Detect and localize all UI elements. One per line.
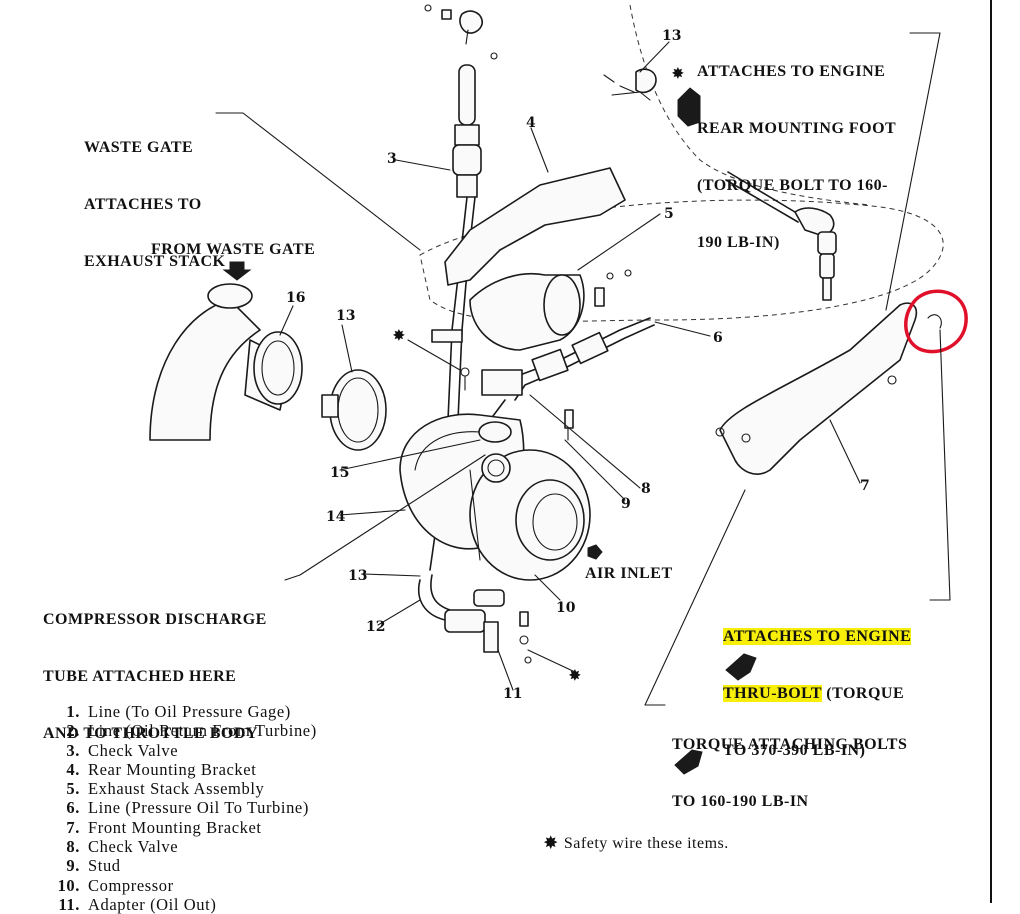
safety-wire-star-icon: ✸ [392, 328, 405, 344]
callout-line: 190 LB-IN) [697, 234, 780, 251]
legend-item: 3.Check Valve [66, 740, 179, 760]
legend-item: 1.Line (To Oil Pressure Gage) [66, 702, 291, 721]
part-number: 13 [662, 28, 681, 44]
callout-line: ATTACHES TO [84, 196, 202, 213]
legend-item: 8.Check Valve [66, 837, 179, 857]
legend-item: 9.Stud [66, 856, 121, 876]
pointing-hand-icon [725, 653, 757, 681]
check-valve-8 [725, 171, 837, 301]
part-number: 8 [641, 481, 651, 497]
part-number: 16 [286, 290, 305, 306]
callout-line: TUBE ATTACHED HERE [43, 668, 237, 685]
callout-torque-bolts: TORQUE ATTACHING BOLTS TO 160-190 LB-IN [672, 697, 907, 849]
callout-thru-bolt: ATTACHES TO ENGINE THRU-BOLT (TORQUE TO … [723, 589, 912, 798]
callout-compressor-discharge: COMPRESSOR DISCHARGE TUBE ATTACHED HERE … [43, 572, 267, 781]
part-number: 7 [860, 478, 870, 494]
safety-wire-note: ✸ Safety wire these items. [526, 815, 729, 871]
part-number: 15 [330, 465, 349, 481]
legend-item: 6.Line (Pressure Oil To Turbine) [66, 798, 309, 818]
thru-bolt-hole [927, 314, 942, 329]
legend-item: 4.Rear Mounting Bracket [66, 759, 257, 779]
right-border [990, 0, 992, 903]
part-number: 3 [387, 151, 397, 167]
callout-line: TO 370-390 LB-IN) [723, 742, 866, 759]
hose-clamp-13 [321, 369, 387, 451]
part-number: 14 [326, 509, 346, 525]
callout-waste-gate: WASTE GATE ATTACHES TO EXHAUST STACK [84, 100, 226, 309]
rear-bracket-outline [629, 4, 871, 206]
part-number: 10 [556, 600, 576, 616]
rear-mounting-bracket [444, 167, 626, 286]
leader-lines [215, 32, 951, 706]
part-number: 5 [664, 206, 674, 222]
callout-line: (TORQUE BOLT TO 160- [697, 177, 888, 194]
highlighted-text: ATTACHES TO ENGINE [723, 628, 912, 645]
part-number: 6 [713, 330, 723, 346]
annotation-circle [904, 289, 968, 354]
oil-out-adapter [418, 574, 532, 664]
front-mounting-bracket [719, 302, 918, 475]
arrow-icon [222, 261, 252, 281]
callout-line: AND TO THROTTLE BODY [43, 725, 258, 742]
pointing-hand-icon [674, 749, 703, 775]
compressor-discharge-tube-16 [149, 283, 303, 441]
safety-wire-star-icon: ✸ [544, 835, 558, 852]
parts-legend: 1.Line (To Oil Pressure Gage) 2.Line (Oi… [40, 702, 317, 914]
studs [431, 329, 574, 441]
safety-note-text: Safety wire these items. [563, 835, 729, 852]
legend-item: 10.Compressor [57, 875, 174, 895]
part-number: 13 [348, 568, 367, 584]
callout-line: TO 160-190 LB-IN [672, 793, 809, 810]
part-number: 11 [503, 686, 522, 702]
legend-item: 11.Adapter (Oil Out) [58, 894, 217, 914]
arrow-icon [587, 544, 603, 560]
top-hardware [424, 4, 657, 101]
callout-line: REAR MOUNTING FOOT [697, 120, 897, 137]
callout-line: (TORQUE [821, 685, 905, 702]
safety-wire-star-icon: ✸ [568, 668, 581, 684]
exhaust-stack [469, 269, 632, 351]
callout-line: ATTACHES TO ENGINE [697, 63, 886, 80]
safety-wire-star-icon: ✸ [671, 66, 684, 82]
callout-line: EXHAUST STACK [84, 253, 226, 270]
legend-item: 2.Line (Oil Return From Turbine) [66, 721, 317, 741]
callout-from-waste-gate: FROM WASTE GATE [151, 241, 316, 258]
compressor [469, 449, 591, 581]
highlighted-text: THRU-BOLT [723, 685, 822, 702]
flange-15 [478, 421, 512, 483]
callout-line: WASTE GATE [84, 139, 194, 156]
callout-air-inlet: AIR INLET [585, 565, 673, 582]
part-number: 12 [366, 619, 385, 635]
callout-rear-mounting-foot: ATTACHES TO ENGINE REAR MOUNTING FOOT (T… [697, 24, 896, 290]
part-number: 9 [621, 496, 631, 512]
pointing-hand-icon [677, 87, 701, 127]
part-number: 4 [526, 115, 536, 131]
legend-item: 7.Front Mounting Bracket [66, 817, 262, 837]
part-number: 13 [336, 308, 355, 324]
callout-line: TORQUE ATTACHING BOLTS [672, 736, 908, 753]
callout-line: COMPRESSOR DISCHARGE [43, 611, 267, 628]
legend-item: 5.Exhaust Stack Assembly [66, 779, 265, 799]
